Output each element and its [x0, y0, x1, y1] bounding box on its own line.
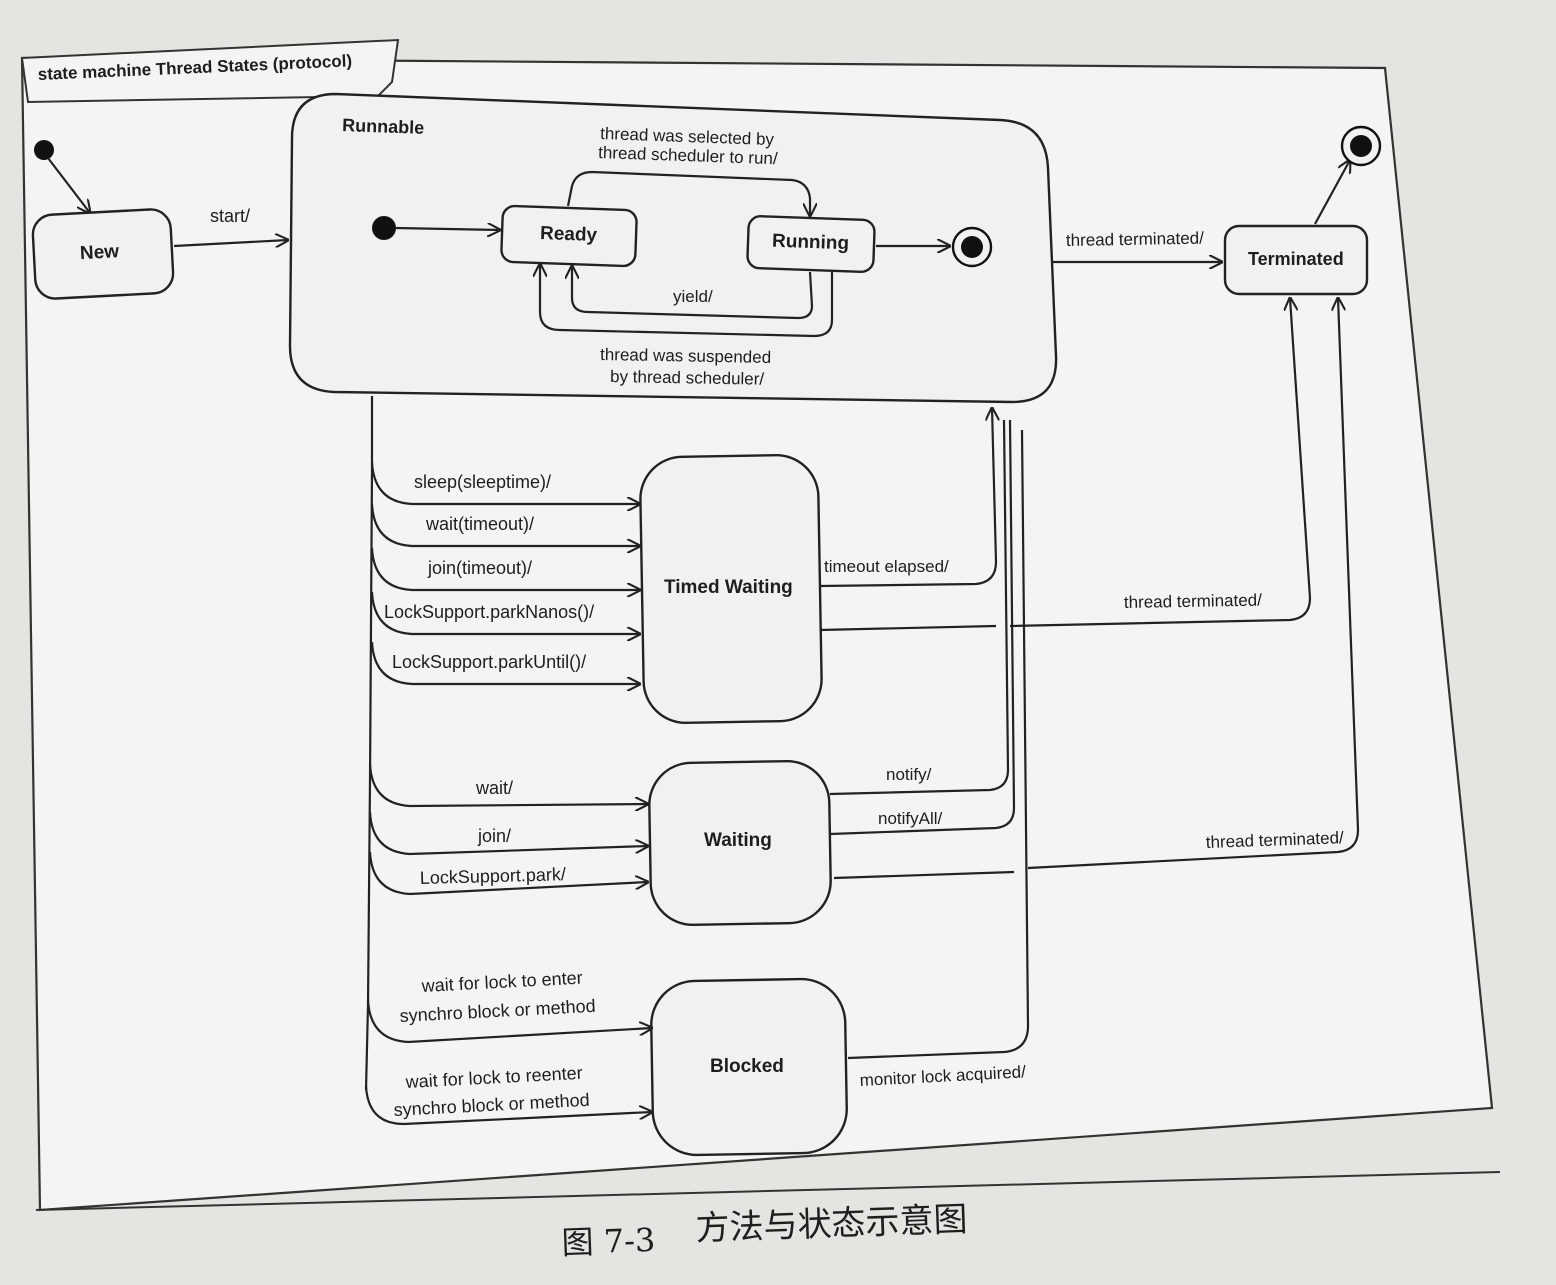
- notify-transition: [829, 419, 1010, 796]
- state-blocked: Blocked: [650, 977, 848, 1157]
- thread-terminated-top-label: thread terminated/: [1066, 229, 1205, 250]
- park-nanos-transition: [370, 591, 640, 634]
- wait-timeout-transition-label: wait(timeout)/: [425, 514, 534, 534]
- park-transition-label: LockSupport.park/: [420, 864, 567, 888]
- initial-state-icon: [34, 140, 54, 160]
- state-new: New: [31, 208, 175, 300]
- page-rule-line: [35, 1171, 1501, 1211]
- timeout-elapsed-transition: [819, 408, 996, 588]
- state-runnable: Runnable: [288, 92, 1058, 404]
- final-state-icon: [1340, 125, 1382, 167]
- join-timeout-transition: [370, 547, 640, 590]
- notify-all-label: notifyAll/: [878, 809, 943, 828]
- park-until-transition-label: LockSupport.parkUntil()/: [392, 652, 586, 672]
- notify-label: notify/: [886, 765, 932, 784]
- wait-transition-label: wait/: [475, 778, 513, 798]
- waiting-to-terminated-transition: [833, 298, 1360, 880]
- start-transition: [173, 240, 288, 246]
- suspended-transition: [540, 264, 834, 338]
- runnable-trunk-line: [364, 396, 374, 1091]
- state-ready-label: Ready: [540, 223, 598, 246]
- runnable-initial-to-ready-transition: [395, 228, 500, 230]
- runnable-initial-state-icon: [372, 216, 396, 240]
- timed-waiting-to-terminated-transition: [819, 298, 1312, 632]
- wait-transition: [368, 763, 648, 806]
- join-transition: [368, 811, 648, 856]
- initial-to-new-transition: [47, 157, 90, 213]
- state-running: Running: [746, 215, 876, 273]
- figure-caption: 方法与状态示意图: [695, 1200, 968, 1249]
- start-transition-label: start/: [210, 206, 250, 226]
- yield-transition: [572, 266, 814, 320]
- runnable-final-state-icon: [951, 226, 993, 268]
- state-waiting: Waiting: [648, 759, 832, 927]
- yield-transition-label: yield/: [673, 287, 713, 306]
- ready-to-running-transition: [566, 170, 810, 216]
- state-terminated-label: Terminated: [1248, 249, 1344, 269]
- state-new-label: New: [79, 241, 119, 264]
- terminated-to-final-transition: [1314, 160, 1350, 225]
- state-runnable-label: Runnable: [342, 115, 425, 138]
- park-transition: [368, 851, 648, 896]
- state-waiting-label: Waiting: [704, 830, 772, 851]
- state-ready: Ready: [500, 204, 638, 268]
- join-timeout-transition-label: join(timeout)/: [427, 558, 532, 578]
- state-terminated: Terminated: [1223, 224, 1369, 296]
- park-nanos-transition-label: LockSupport.parkNanos()/: [384, 602, 594, 622]
- timeout-elapsed-label: timeout elapsed/: [824, 557, 949, 576]
- figure-number: 图 7-3: [561, 1221, 656, 1262]
- wait-timeout-transition: [370, 503, 640, 546]
- state-blocked-label: Blocked: [710, 1056, 784, 1077]
- park-until-transition: [370, 641, 640, 684]
- sleep-transition-label: sleep(sleeptime)/: [414, 472, 551, 492]
- join-transition-label: join/: [477, 826, 511, 846]
- thread-terminated-timed-label: thread terminated/: [1124, 591, 1263, 612]
- sleep-transition: [370, 461, 640, 504]
- state-timed-waiting-label: Timed Waiting: [664, 577, 793, 598]
- notify-all-transition: [829, 419, 1016, 836]
- thread-terminated-waiting-label: thread terminated/: [1205, 828, 1344, 852]
- state-timed-waiting: Timed Waiting: [639, 453, 823, 725]
- state-running-label: Running: [772, 231, 850, 255]
- suspended-label-line2: by thread scheduler/: [610, 367, 765, 389]
- suspended-label-line1: thread was suspended: [600, 345, 771, 367]
- lock-reenter-transition: [364, 1085, 652, 1126]
- lock-enter-transition: [366, 999, 652, 1044]
- monitor-acquired-transition: [847, 429, 1030, 1060]
